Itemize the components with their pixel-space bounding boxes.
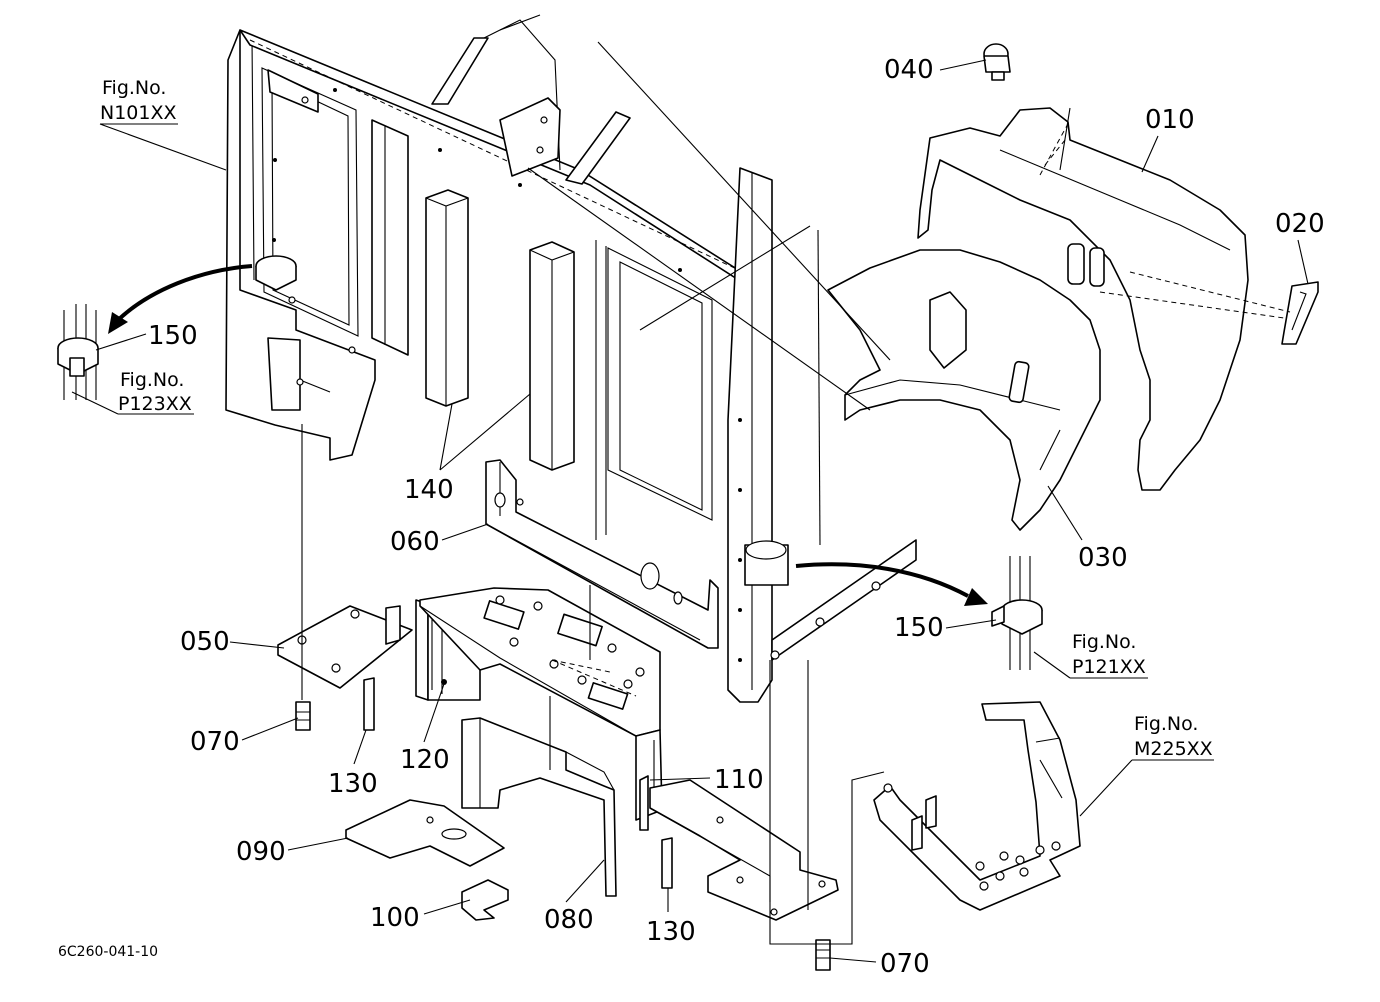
arrow-right [795, 562, 988, 606]
callout-070-right: 070 [880, 949, 930, 979]
callout-100: 100 [370, 903, 420, 933]
callout-050: 050 [180, 627, 230, 657]
callout-150-right: 150 [894, 613, 944, 643]
callout-130-left: 130 [328, 769, 378, 799]
leader-lines [71, 41, 1309, 963]
fig-p121-code: P121XX [1072, 656, 1146, 678]
fig-n101-code: N101XX [100, 102, 177, 124]
part-150-clamp-right [991, 556, 1043, 670]
clamp-frame-left [255, 255, 297, 291]
base-plate [419, 587, 663, 821]
callout-080: 080 [544, 905, 594, 935]
callout-130-right: 130 [646, 917, 696, 947]
fig-p123-code: P123XX [118, 393, 192, 415]
callout-150-left: 150 [148, 321, 198, 351]
part-020-clip [1281, 281, 1319, 345]
arrow-left [108, 264, 253, 334]
callout-110: 110 [714, 765, 764, 795]
part-150-clamp-left [57, 304, 99, 400]
part-060-bracket [485, 459, 719, 649]
part-010-rear-cover [917, 107, 1249, 491]
part-130-spacers [363, 677, 673, 889]
part-100-bracket [461, 879, 509, 921]
callout-060: 060 [390, 527, 440, 557]
fig-m225-code: M225XX [1134, 738, 1213, 760]
callout-010: 010 [1145, 105, 1195, 135]
callouts: 010 020 030 040 050 060 070 070 080 090 … [148, 55, 1325, 979]
part-050-plate [277, 605, 413, 689]
callout-020: 020 [1275, 209, 1325, 239]
callout-070-left: 070 [190, 727, 240, 757]
callout-090: 090 [236, 837, 286, 867]
cab-frame [225, 14, 917, 703]
frame-holes [272, 88, 742, 662]
drawing-code: 6C260-041-10 [58, 944, 158, 960]
callout-120: 120 [400, 745, 450, 775]
callout-040: 040 [884, 55, 934, 85]
step-bracket [873, 701, 1081, 911]
part-090-plate [345, 799, 505, 867]
fig-p123-label: Fig.No. [120, 369, 184, 391]
callout-030: 030 [1078, 543, 1128, 573]
callout-140: 140 [404, 475, 454, 505]
fig-n101-label: Fig.No. [102, 77, 166, 99]
part-040-knob [983, 43, 1011, 81]
part-140-foam-blocks [425, 189, 575, 471]
figure-refs: Fig.No. N101XX Fig.No. P123XX Fig.No. P1… [100, 77, 1213, 760]
part-070-bolts [295, 701, 831, 971]
part-080-bracket [461, 717, 617, 897]
fig-p121-label: Fig.No. [1072, 631, 1136, 653]
fig-m225-label: Fig.No. [1134, 713, 1198, 735]
part-030-seat-cover [827, 249, 1101, 531]
